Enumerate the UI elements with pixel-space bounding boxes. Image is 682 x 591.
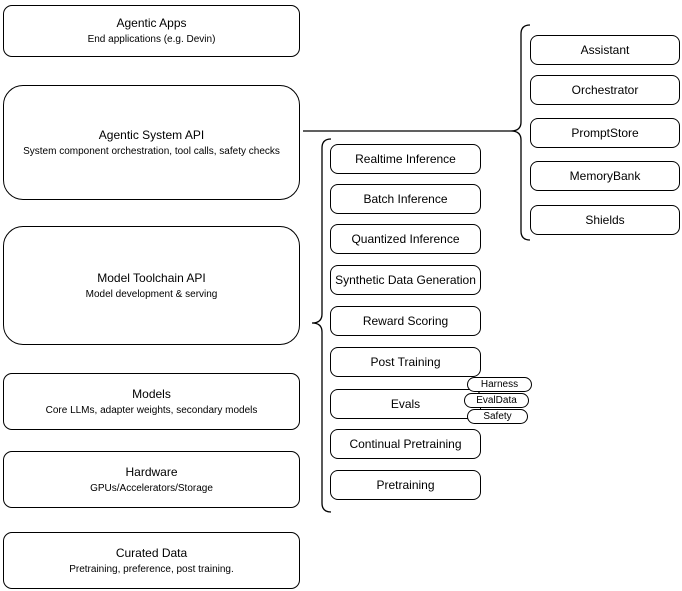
node-label: Evals	[390, 397, 421, 411]
node-label: Shields	[585, 213, 625, 227]
node-orchestrator: Orchestrator	[530, 75, 680, 105]
node-curated-data: Curated Data Pretraining, preference, po…	[3, 532, 300, 589]
node-label: Synthetic Data Generation	[335, 273, 476, 287]
node-title: Hardware	[125, 464, 178, 479]
node-reward-scoring: Reward Scoring	[330, 306, 481, 336]
node-subtitle: End applications (e.g. Devin)	[87, 34, 216, 45]
brace-system-components	[510, 24, 531, 241]
node-pretraining: Pretraining	[330, 470, 481, 500]
node-quantized-inference: Quantized Inference	[330, 224, 481, 254]
node-label: Batch Inference	[363, 192, 448, 206]
node-title: Agentic System API	[98, 127, 205, 142]
node-models: Models Core LLMs, adapter weights, secon…	[3, 373, 300, 430]
node-synthetic-data-generation: Synthetic Data Generation	[330, 265, 481, 295]
node-promptstore: PromptStore	[530, 118, 680, 148]
node-memorybank: MemoryBank	[530, 161, 680, 191]
node-label: Reward Scoring	[362, 314, 449, 328]
node-continual-pretraining: Continual Pretraining	[330, 429, 481, 459]
brace-toolchain-components	[311, 138, 332, 513]
node-model-toolchain-api: Model Toolchain API Model development & …	[3, 226, 300, 345]
node-label: Realtime Inference	[355, 152, 456, 166]
pill-safety: Safety	[467, 409, 528, 424]
node-label: PromptStore	[571, 126, 639, 140]
node-subtitle: GPUs/Accelerators/Storage	[90, 482, 213, 494]
node-label: Pretraining	[376, 478, 435, 492]
node-hardware: Hardware GPUs/Accelerators/Storage	[3, 451, 300, 508]
node-subtitle: Model development & serving	[85, 288, 218, 300]
node-subtitle: Pretraining, preference, post training.	[69, 563, 234, 575]
node-label: Post Training	[370, 355, 441, 369]
node-subtitle: System component orchestration, tool cal…	[23, 145, 280, 157]
node-label: Orchestrator	[571, 83, 639, 97]
node-post-training: Post Training	[330, 347, 481, 377]
node-label: Continual Pretraining	[349, 437, 462, 451]
node-title: Curated Data	[115, 545, 188, 560]
node-batch-inference: Batch Inference	[330, 184, 481, 214]
pill-harness: Harness	[467, 377, 532, 392]
node-label: Assistant	[580, 43, 630, 57]
node-title: Agentic Apps	[116, 16, 187, 30]
pill-label: EvalData	[476, 395, 517, 406]
node-assistant: Assistant	[530, 35, 680, 65]
node-title: Models	[132, 386, 171, 401]
node-realtime-inference: Realtime Inference	[330, 144, 481, 174]
pill-label: Harness	[480, 379, 519, 390]
node-label: MemoryBank	[569, 169, 641, 183]
node-agentic-apps: Agentic Apps End applications (e.g. Devi…	[3, 5, 300, 57]
pill-evaldata: EvalData	[464, 393, 529, 408]
node-shields: Shields	[530, 205, 680, 235]
node-agentic-system-api: Agentic System API System component orch…	[3, 85, 300, 200]
node-label: Quantized Inference	[351, 232, 460, 246]
node-title: Model Toolchain API	[97, 270, 206, 285]
pill-label: Safety	[483, 411, 512, 422]
node-evals: Evals	[330, 389, 481, 419]
node-subtitle: Core LLMs, adapter weights, secondary mo…	[45, 404, 258, 416]
